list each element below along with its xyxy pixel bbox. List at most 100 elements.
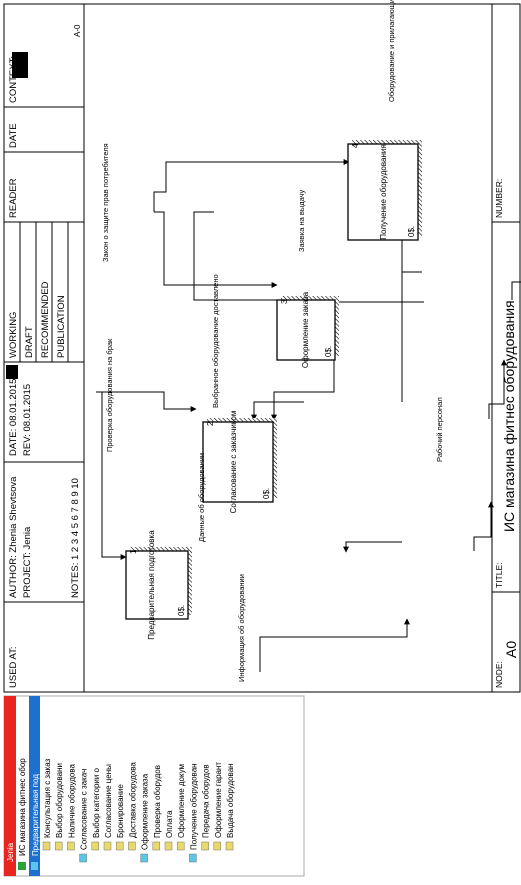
- label-data: Данные об оборудовании: [197, 453, 206, 542]
- tree-item-label: Выбор оборудовани: [55, 763, 64, 838]
- tree-item[interactable]: Бронирование: [115, 784, 125, 851]
- tree-item-label: Оформление заказа: [141, 773, 150, 850]
- leaf-activity-icon: [67, 841, 75, 851]
- arrow-law-2: [153, 159, 350, 212]
- used-at-label: USED AT:: [8, 646, 19, 688]
- activity-box-4[interactable]: [347, 143, 419, 241]
- tree-item-label: Бронирование: [116, 784, 125, 838]
- number-label: NUMBER:: [494, 179, 504, 218]
- box1-label: Предварительная подготовка: [147, 530, 156, 640]
- label-staff: Рабочий персонал: [435, 397, 444, 462]
- tree-header: [4, 696, 16, 876]
- box1-cost: 0$.: [177, 605, 186, 616]
- box4-num: 4: [351, 143, 360, 148]
- leaf-activity-icon: [91, 841, 100, 851]
- tree-item[interactable]: Оплата: [164, 810, 174, 851]
- tree-item[interactable]: Наличие оборудова: [67, 763, 76, 851]
- tree-header-label: Jenia: [6, 842, 15, 862]
- activity-box-3[interactable]: [276, 299, 336, 361]
- model-icon: [18, 862, 26, 870]
- diagram-page: USED AT: AUTHOR: Zhenia Shevtsova PROJEC…: [3, 0, 521, 693]
- tree-selected-row[interactable]: [29, 696, 40, 876]
- model-tree-panel: Jenia ИС магазина фитнес обор Предварите…: [3, 695, 305, 877]
- tree-item-label: Согласование с закач: [80, 769, 89, 850]
- arrow-check-1: [96, 391, 127, 560]
- status-publication: PUBLICATION: [56, 295, 67, 358]
- context-label: CONTEXT:: [8, 56, 19, 103]
- date2-label: DATE: [8, 123, 19, 148]
- box4-cost: 0$.: [407, 226, 416, 237]
- tree-item[interactable]: Выбор оборудовани: [54, 763, 64, 851]
- activity-boxes: Предварительная подготовка 1 0$. Согласо…: [125, 140, 422, 640]
- tree-root-label[interactable]: ИС магазина фитнес обор: [18, 758, 27, 856]
- diagram-title: ИС магазина фитнес оборудования: [501, 300, 517, 532]
- arrow-feedback-1: [271, 347, 335, 421]
- arrow-feedback-2: [193, 211, 304, 301]
- activity-box-1[interactable]: [125, 550, 189, 620]
- leaf-activity-icon: [115, 841, 124, 851]
- date-label: DATE: 08.01.2015: [8, 379, 19, 456]
- label-selected: Выбранное оборудование доставлено: [211, 274, 220, 408]
- tree-item[interactable]: Выбор категории о: [91, 767, 101, 851]
- status-recommended: RECOMMENDED: [40, 281, 51, 358]
- arrow-staff-5: [343, 541, 402, 553]
- label-output: Оборудование и прилагающие документы: [387, 0, 396, 102]
- tree-item[interactable]: Оформление докум: [176, 764, 186, 851]
- arrow-labels: Информация об оборудовании Проверка обор…: [101, 0, 444, 682]
- tree-item[interactable]: Согласование цены: [103, 764, 113, 851]
- tree-item[interactable]: Оформление заказа: [140, 773, 150, 863]
- author-label: AUTHOR: Zhenia Shevtsova: [8, 476, 19, 598]
- arrow-request: [511, 240, 521, 300]
- tree-item[interactable]: Получение оборудован: [189, 763, 198, 863]
- arrow-selected: [488, 359, 507, 419]
- project-label: PROJECT: Jenia: [22, 526, 33, 598]
- activity-box-2[interactable]: [202, 421, 274, 503]
- reader-label: READER: [8, 178, 19, 218]
- tree-item-label: Наличие оборудова: [67, 763, 76, 838]
- leaf-activity-icon: [225, 841, 234, 851]
- box2-label: Согласование с заказчиком: [229, 411, 238, 514]
- leaf-activity-icon: [176, 841, 185, 851]
- tree-item[interactable]: Согласование с закач: [79, 769, 89, 863]
- leaf-activity-icon: [42, 841, 51, 851]
- box1-num: 1: [129, 549, 138, 554]
- box4-label: Получение оборудования: [379, 144, 388, 239]
- label-law: Закон о защите прав потребителя: [101, 143, 110, 262]
- tree-item[interactable]: Оформление гарант: [213, 762, 223, 851]
- arrow-info: [259, 618, 410, 672]
- arrows: [96, 159, 521, 672]
- tree-item-label: Оформление гарант: [214, 762, 223, 838]
- node-code: A-0: [73, 24, 82, 37]
- leaf-activity-icon: [128, 841, 136, 851]
- leaf-activity-icon: [201, 841, 209, 851]
- leaf-activity-icon: [213, 841, 222, 851]
- tree-item[interactable]: Доставка оборудова: [128, 762, 137, 851]
- tree-item[interactable]: Проверка оборудов: [152, 765, 162, 851]
- activity-icon: [140, 853, 148, 863]
- label-request: Заявка на выдачу: [297, 189, 306, 252]
- box3-num: 3: [280, 299, 289, 304]
- leaf-activity-icon: [164, 841, 173, 851]
- arrow-staff-2: [251, 401, 304, 421]
- tree-item-label: Выдача оборудован: [226, 763, 235, 838]
- activity-icon: [79, 853, 87, 863]
- activity-icon: [189, 853, 197, 863]
- tree-item-label: Оформление докум: [177, 764, 186, 838]
- box2-cost: 0$.: [262, 488, 271, 499]
- tree-item[interactable]: Выдача оборудован: [225, 763, 235, 851]
- tree-item[interactable]: Передача оборудов: [201, 764, 211, 851]
- tree-item-label: Оплата: [165, 810, 174, 838]
- arrow-data: [473, 501, 494, 551]
- tree-item-label: Выбор категории о: [92, 767, 101, 838]
- node-value: A0: [503, 641, 519, 658]
- label-check: Проверка оборудования на брак: [105, 338, 114, 452]
- tree-item[interactable]: Консультация с заказ: [42, 758, 52, 851]
- arrow-check-2: [102, 391, 197, 412]
- label-info: Информация об оборудовании: [237, 574, 246, 682]
- footer-block: NODE: A0 TITLE: ИС магазина фитнес обору…: [491, 4, 520, 692]
- rev-label: REV: 08.01.2015: [22, 384, 33, 456]
- box2-num: 2: [206, 421, 215, 426]
- tree-selected-label[interactable]: Предварительная под: [31, 774, 40, 856]
